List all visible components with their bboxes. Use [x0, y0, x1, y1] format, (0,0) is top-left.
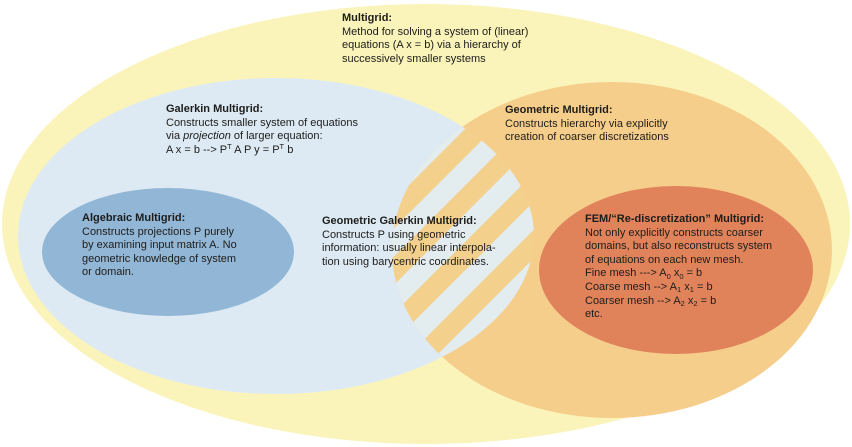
geometric-line: creation of coarser discretizations: [505, 131, 669, 144]
fem-line: Not only explicitly constructs coarser: [585, 226, 763, 239]
galerkin-title: Galerkin Multigrid:: [166, 103, 264, 115]
region-label-geometric-galerkin: Geometric Galerkin Multigrid: Constructs…: [322, 215, 552, 269]
algebraic-line: or domain.: [82, 266, 134, 279]
galerkin-line: Constructs smaller system of equations: [166, 116, 358, 129]
geometric-line: Constructs hierarchy via explicitly: [505, 117, 668, 130]
ellipse-algebraic-multigrid: [42, 188, 294, 316]
fem-equation-coarser: Coarser mesh --> A2 x2 = b: [585, 294, 717, 309]
region-label-multigrid: Multigrid: Method for solving a system o…: [342, 12, 592, 66]
geometric-title: Geometric Multigrid:: [505, 104, 613, 116]
fem-equation-fine: Fine mesh ---> A0 x0 = b: [585, 267, 703, 281]
algebraic-title: Algebraic Multigrid:: [82, 212, 186, 224]
fem-line: domains, but also reconstructs system: [585, 240, 773, 253]
geometric-galerkin-line: tion using barycentric coordinates.: [322, 255, 489, 268]
multigrid-line: Method for solving a system of (linear): [342, 25, 529, 38]
multigrid-line: successively smaller systems: [342, 52, 486, 65]
fem-etc: etc.: [585, 308, 603, 321]
multigrid-line: equations (A x = b) via a hierarchy of: [342, 39, 521, 52]
fem-title: FEM/“Re-discretization” Multigrid:: [585, 213, 765, 225]
algebraic-line: Constructs projections P purely: [82, 225, 235, 238]
fem-equation-coarse: Coarse mesh --> A1 x1 = b: [585, 280, 713, 295]
geometric-galerkin-title: Geometric Galerkin Multigrid:: [322, 215, 477, 227]
algebraic-line: geometric knowledge of system: [82, 252, 237, 265]
galerkin-equation: A x = b --> PT A P y = PT b: [166, 142, 294, 156]
region-label-algebraic: Algebraic Multigrid: Constructs projecti…: [82, 212, 282, 280]
multigrid-title: Multigrid:: [342, 12, 393, 24]
region-label-fem: FEM/“Re-discretization” Multigrid: Not o…: [585, 213, 830, 322]
ellipse-fem-multigrid: [539, 186, 813, 354]
geometric-galerkin-line: information: usually linear interpola-: [322, 242, 496, 255]
galerkin-line: via projection of larger equation:: [166, 130, 323, 143]
fem-line: of equations on each new mesh.: [585, 253, 744, 266]
geometric-galerkin-line: Constructs P using geometric: [322, 228, 466, 241]
region-label-geometric: Geometric Multigrid: Constructs hierarch…: [505, 104, 745, 145]
algebraic-line: by examining input matrix A. No: [82, 239, 237, 252]
region-label-galerkin: Galerkin Multigrid: Constructs smaller s…: [166, 103, 426, 157]
